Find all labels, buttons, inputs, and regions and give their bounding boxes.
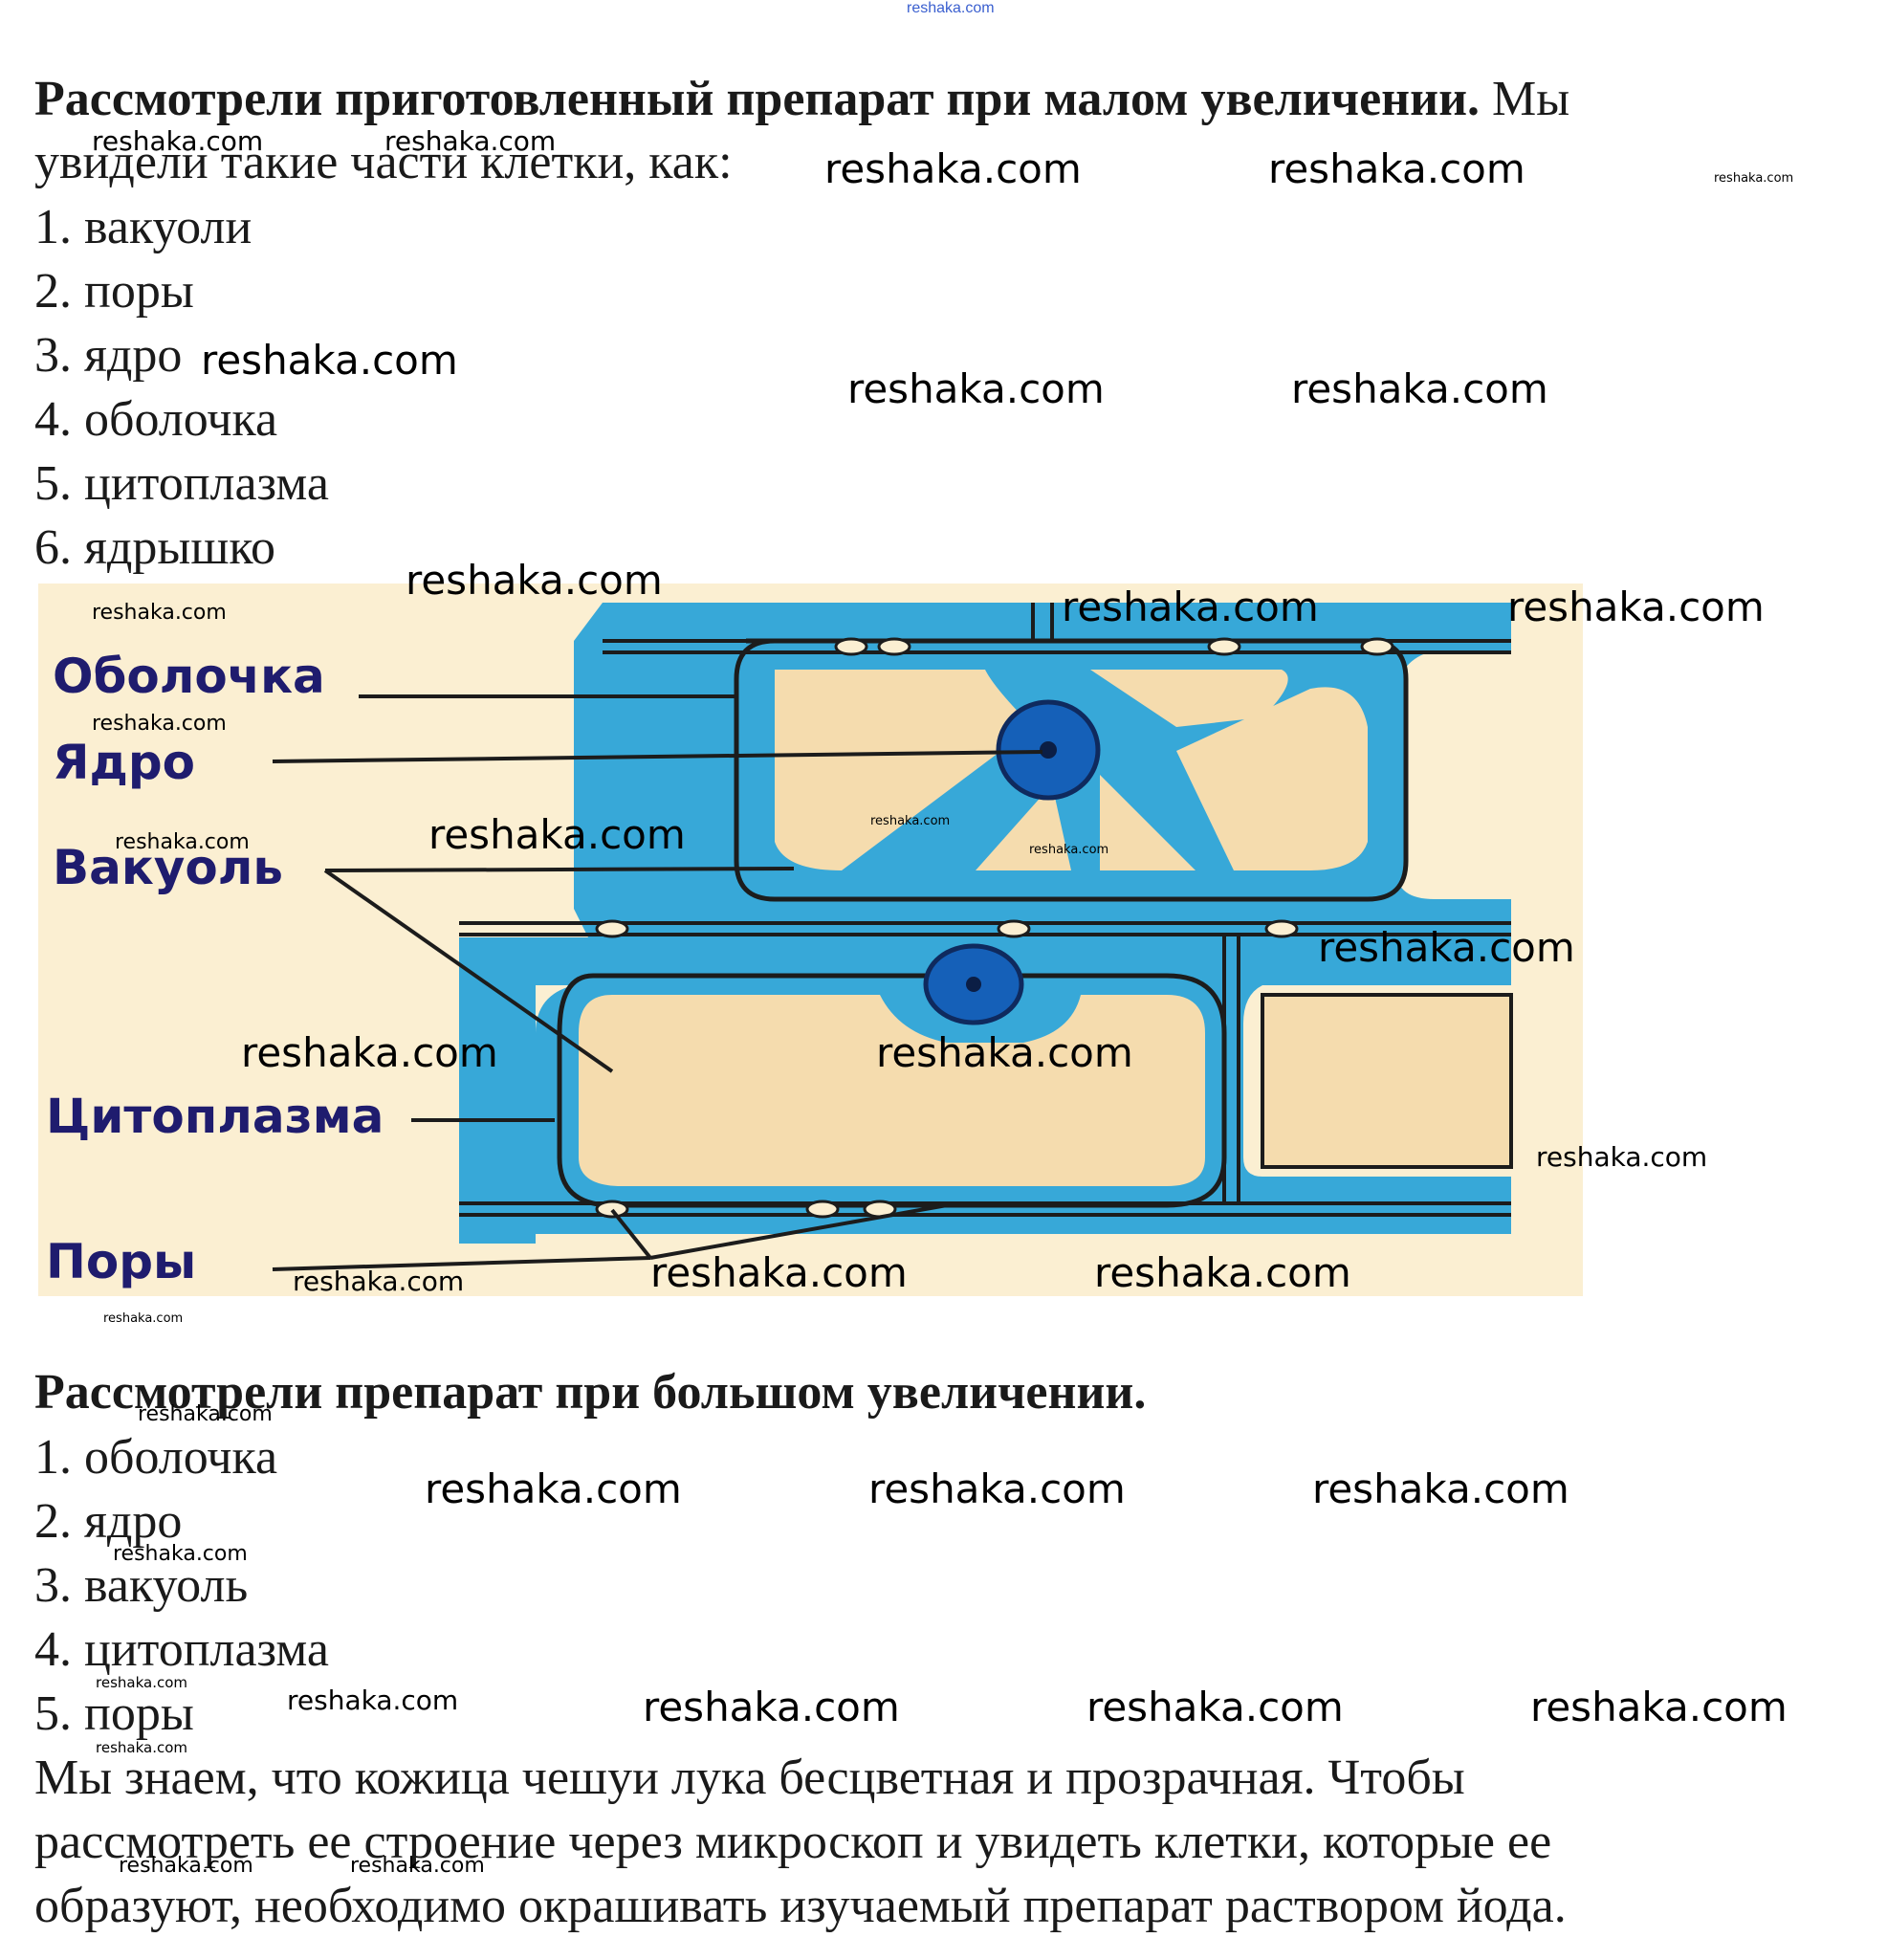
- watermark: reshaka.com: [868, 1465, 1126, 1512]
- upper-vacuoles: [775, 670, 1368, 870]
- list1-item: 4. оболочка: [34, 392, 278, 447]
- watermark: reshaka.com: [293, 1266, 465, 1297]
- watermark: reshaka.com: [406, 557, 663, 604]
- list2-item: 5. поры: [34, 1686, 194, 1741]
- pores: [595, 637, 1394, 1219]
- label-cytoplasm: Цитоплазма: [46, 1089, 384, 1144]
- cell-walls: [459, 603, 1511, 1217]
- label-membrane: Оболочка: [53, 649, 325, 704]
- watermark: reshaka.com: [113, 1542, 248, 1566]
- top-watermark: reshaka.com: [907, 0, 995, 16]
- section3-line: рассмотреть ее строение через микроскоп …: [34, 1815, 1552, 1869]
- watermark: reshaka.com: [96, 1739, 187, 1756]
- list2-item: 2. ядро: [34, 1494, 183, 1549]
- watermark: reshaka.com: [92, 125, 264, 157]
- list1-item: 1. вакуоли: [34, 200, 252, 254]
- watermark: reshaka.com: [1094, 1249, 1351, 1296]
- section2-heading: Рассмотрели препарат при большом увеличе…: [34, 1365, 1147, 1420]
- watermark: reshaka.com: [350, 1854, 485, 1878]
- watermark: reshaka.com: [119, 1854, 253, 1878]
- lower-nucleolus: [966, 977, 981, 992]
- watermark: reshaka.com: [92, 712, 227, 736]
- list1-item: 2. поры: [34, 264, 194, 319]
- label-vacuole: Вакуоль: [53, 840, 283, 895]
- watermark: reshaka.com: [115, 830, 250, 854]
- watermark: reshaka.com: [92, 601, 227, 625]
- section3-line: образуют, необходимо окрашивать изучаемы…: [34, 1879, 1567, 1933]
- list2-item: 1. оболочка: [34, 1430, 278, 1485]
- watermark: reshaka.com: [428, 811, 686, 858]
- section1-heading-line: Рассмотрели приготовленный препарат при …: [34, 67, 1569, 131]
- watermark: reshaka.com: [96, 1674, 187, 1691]
- right-cell: [1261, 993, 1513, 1169]
- watermark: reshaka.com: [1029, 843, 1109, 857]
- section1-heading-rest: Мы: [1480, 72, 1570, 126]
- watermark: reshaka.com: [847, 365, 1105, 412]
- list1-item: 5. цитоплазма: [34, 456, 329, 511]
- watermark: reshaka.com: [138, 1402, 273, 1426]
- watermark: reshaka.com: [1530, 1684, 1788, 1730]
- list1-item: 3. ядро: [34, 328, 183, 383]
- section1-line2: увидели такие части клетки, как:: [34, 135, 733, 189]
- watermark: reshaka.com: [287, 1685, 459, 1716]
- watermark: reshaka.com: [1714, 171, 1794, 186]
- watermark: reshaka.com: [870, 814, 951, 828]
- list1-item: 6. ядрышко: [34, 520, 275, 575]
- upper-nucleolus: [1040, 741, 1057, 759]
- watermark: reshaka.com: [1318, 924, 1575, 971]
- watermark: reshaka.com: [384, 125, 557, 157]
- onion-cell-diagram: [38, 584, 1583, 1296]
- watermark: reshaka.com: [1291, 365, 1548, 412]
- left-strip: [38, 947, 450, 1244]
- lower-vacuole: [579, 995, 1205, 1186]
- watermark: reshaka.com: [241, 1029, 498, 1076]
- watermark: reshaka.com: [650, 1249, 908, 1296]
- watermark: reshaka.com: [1312, 1465, 1569, 1512]
- section3-line: Мы знаем, что кожица чешуи лука бесцветн…: [34, 1751, 1465, 1805]
- section1-heading: Рассмотрели приготовленный препарат при …: [34, 72, 1481, 126]
- watermark: reshaka.com: [103, 1311, 184, 1326]
- list2-item: 4. цитоплазма: [34, 1622, 329, 1677]
- watermark: reshaka.com: [201, 337, 458, 384]
- leader-lines: [272, 694, 1043, 1271]
- watermark: reshaka.com: [1268, 145, 1525, 192]
- list2-item: 3. вакуоль: [34, 1558, 249, 1613]
- watermark: reshaka.com: [643, 1684, 900, 1730]
- watermark: reshaka.com: [824, 145, 1082, 192]
- label-pores: Поры: [46, 1234, 197, 1289]
- watermark: reshaka.com: [1062, 584, 1319, 630]
- watermark: reshaka.com: [876, 1029, 1133, 1076]
- watermark: reshaka.com: [1536, 1141, 1708, 1173]
- label-nucleus: Ядро: [53, 735, 196, 790]
- watermark: reshaka.com: [425, 1465, 682, 1512]
- watermark: reshaka.com: [1507, 584, 1765, 630]
- watermark: reshaka.com: [1086, 1684, 1344, 1730]
